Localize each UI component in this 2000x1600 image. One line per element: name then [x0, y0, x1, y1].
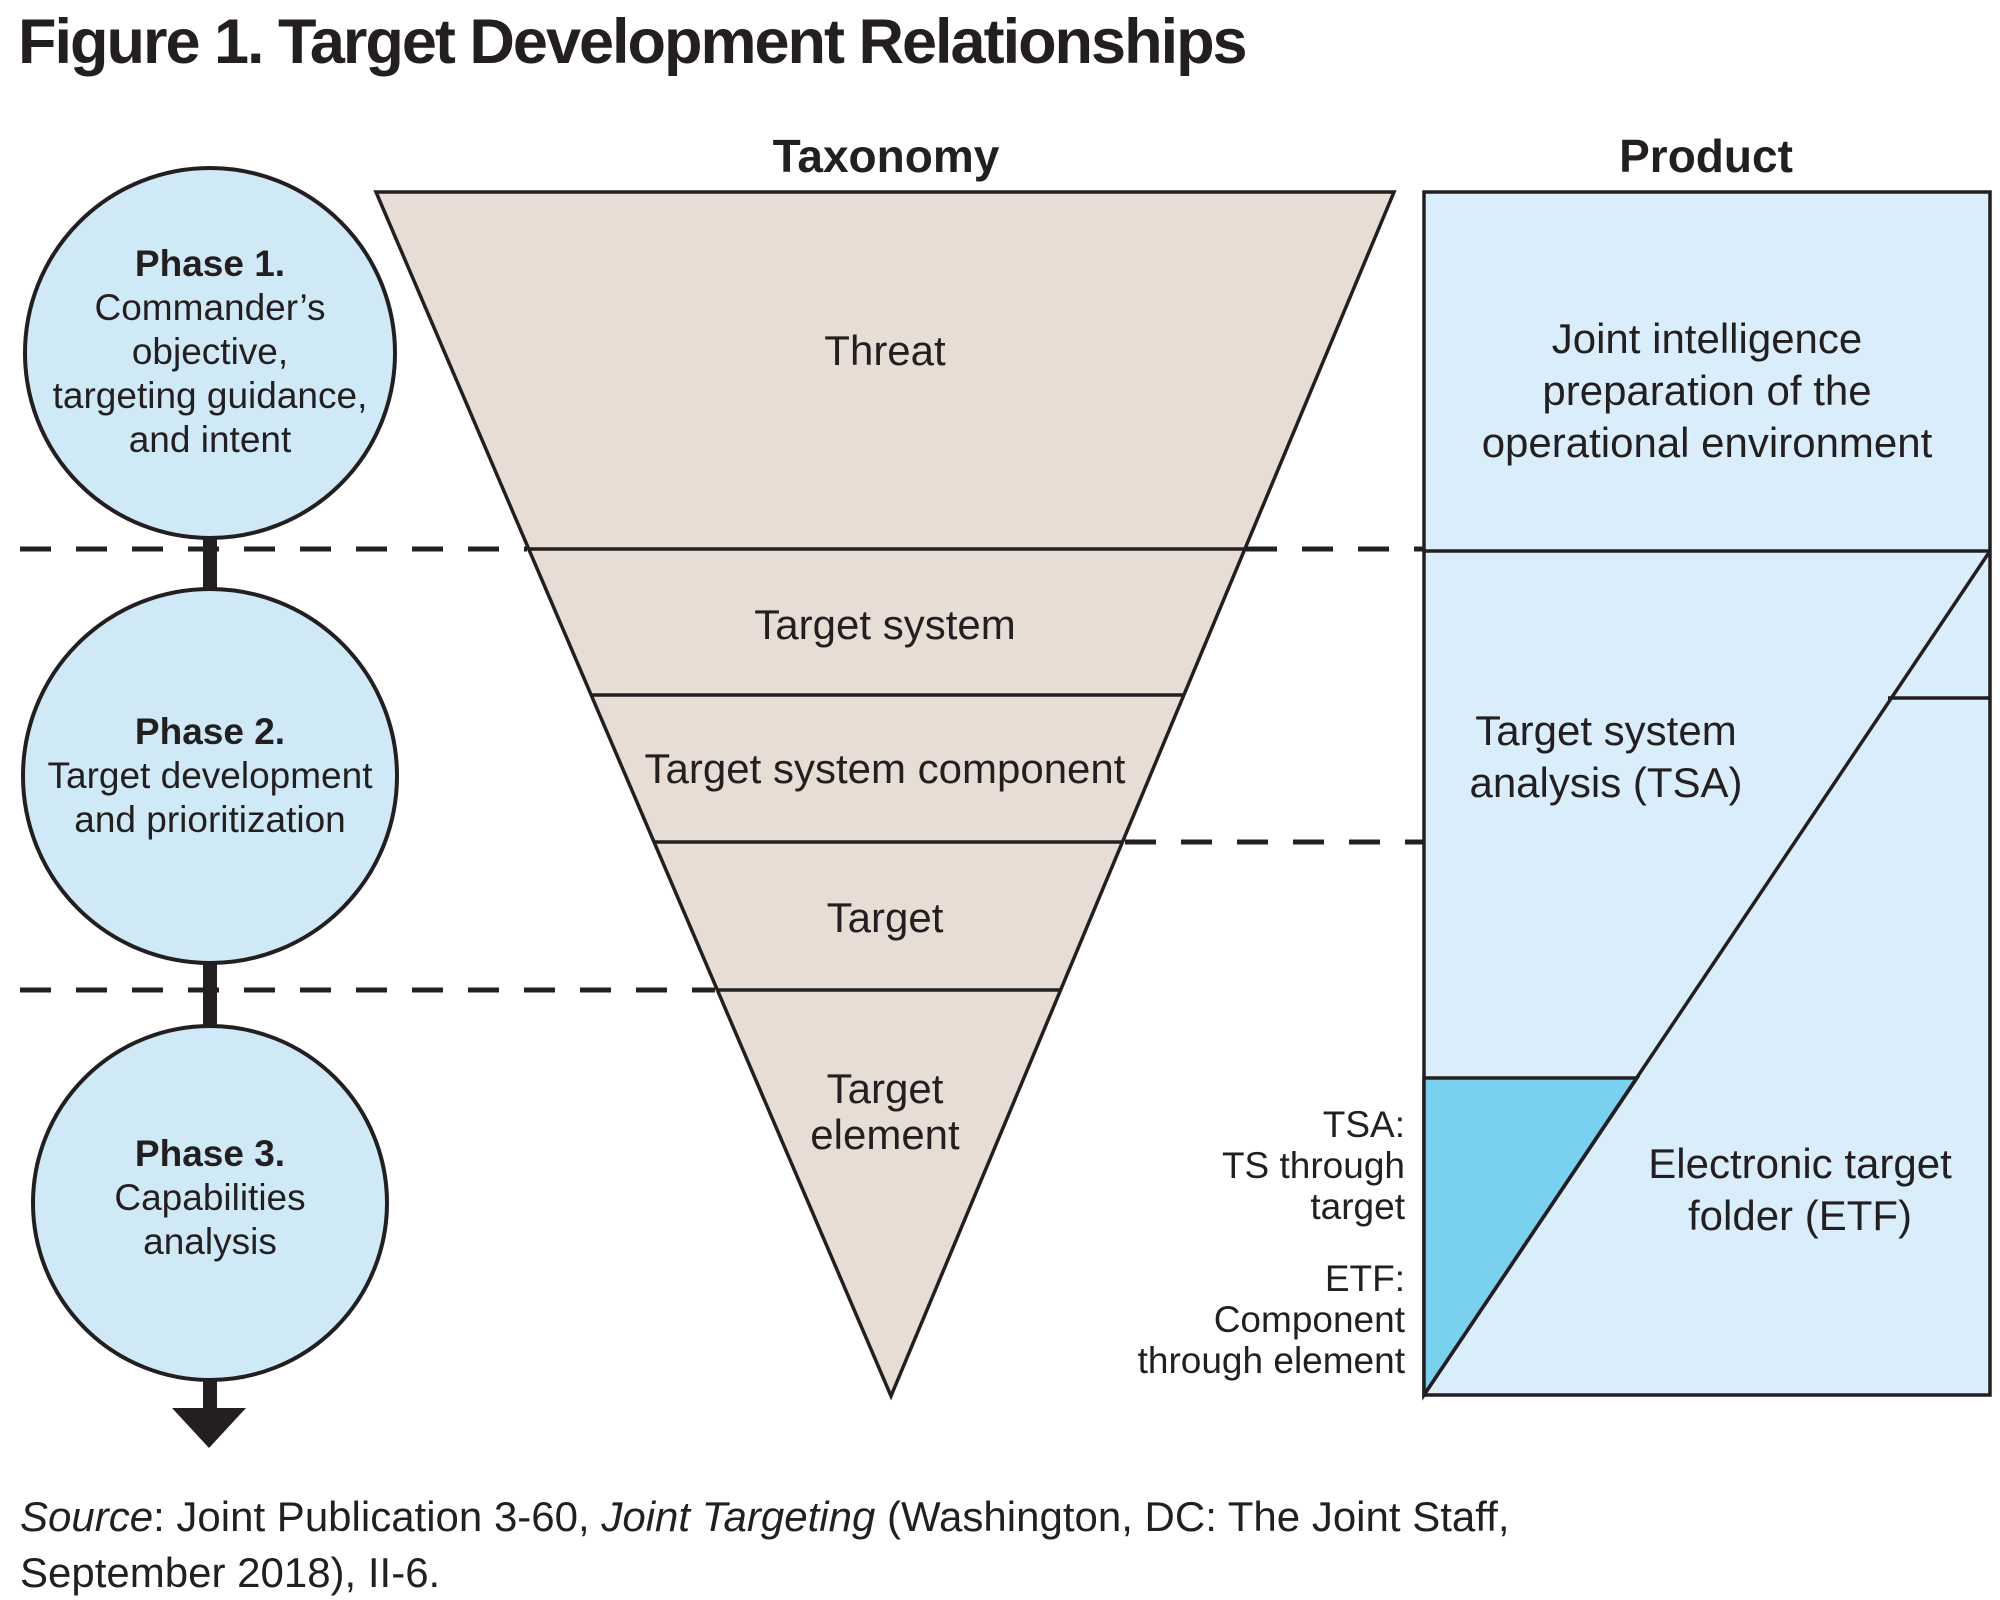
source-citation: Source: Joint Publication 3-60, Joint Ta… — [20, 1493, 1510, 1596]
funnel-level-target-system-component: Target system component — [644, 745, 1126, 792]
down-arrow-icon — [172, 1408, 246, 1448]
phase-divider-dashes — [20, 546, 1424, 993]
phase-2-circle — [21, 587, 399, 965]
product-header: Product — [1619, 130, 1793, 182]
product-jipoe-label: Joint intelligence preparation of the op… — [1481, 315, 1933, 466]
product-etf-label: Electronic target folder (ETF) — [1648, 1140, 1952, 1239]
funnel-level-target-system: Target system — [754, 601, 1016, 648]
funnel-level-threat: Threat — [824, 327, 946, 374]
funnel-level-target-element: Target element — [810, 1065, 960, 1158]
phase-2-label: Phase 2. Target development and prioriti… — [47, 711, 373, 840]
funnel-level-target: Target — [826, 894, 944, 941]
tsa-note: TSA: TS through target — [1221, 1104, 1405, 1227]
product-tsa-label: Target system analysis (TSA) — [1469, 707, 1743, 806]
product-diagonal-line — [1422, 550, 1992, 1396]
phase-3-label: Phase 3. Capabilities analysis — [114, 1133, 306, 1262]
taxonomy-header: Taxonomy — [772, 130, 1000, 182]
phase-1-circle — [23, 166, 397, 540]
figure-title: Figure 1. Target Development Relationshi… — [18, 7, 1248, 77]
etf-note: ETF: Component through element — [1137, 1258, 1405, 1381]
phase-1-label: Phase 1. Commander’s objective, targetin… — [52, 243, 368, 460]
phase-3-circle — [31, 1024, 389, 1382]
taxonomy-funnel — [373, 190, 1397, 1401]
